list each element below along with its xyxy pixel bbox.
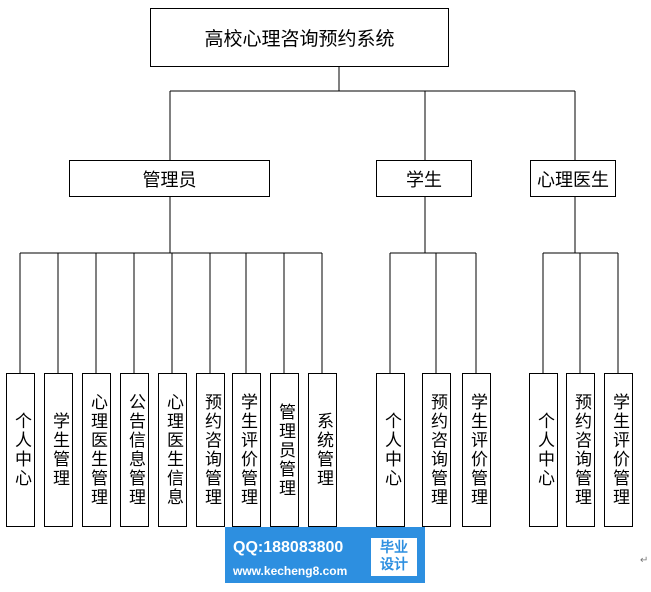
leaf-label: 系统管理 — [313, 412, 333, 488]
leaf-label: 心理医生信息 — [163, 393, 183, 507]
role-label-student: 学生 — [406, 169, 442, 191]
watermark-qq: QQ:188083800 — [233, 539, 344, 556]
leaf-label: 学生评价管理 — [237, 393, 257, 507]
leaf-label: 预约咨询管理 — [201, 393, 221, 507]
leaf-admin-personal-center: 个人中心 — [6, 373, 35, 527]
leaf-label: 个人中心 — [11, 412, 31, 488]
leaf-label: 个人中心 — [534, 412, 554, 488]
leaf-admin-administrator-management: 管理员管理 — [270, 373, 299, 527]
role-node-doctor: 心理医生 — [530, 160, 616, 197]
role-node-student: 学生 — [376, 160, 472, 197]
leaf-label: 学生评价管理 — [609, 393, 629, 507]
leaf-student-appointment-management: 预约咨询管理 — [422, 373, 451, 527]
leaf-doctor-personal-center: 个人中心 — [529, 373, 558, 527]
root-label: 高校心理咨询预约系统 — [204, 28, 395, 50]
leaf-student-evaluation-management: 学生评价管理 — [462, 373, 491, 527]
leaf-admin-doctor-info: 心理医生信息 — [158, 373, 187, 527]
root-node: 高校心理咨询预约系统 — [150, 8, 449, 67]
watermark-badge-line2: 设计 — [380, 557, 408, 573]
watermark-banner: QQ:188083800 www.kecheng8.com 毕业 设计 — [225, 527, 425, 583]
leaf-student-personal-center: 个人中心 — [376, 373, 405, 527]
leaf-admin-system-management: 系统管理 — [308, 373, 337, 527]
paragraph-mark-icon: ↵ — [640, 555, 649, 566]
leaf-label: 预约咨询管理 — [427, 393, 447, 507]
leaf-admin-doctor-management: 心理医生管理 — [82, 373, 111, 527]
watermark-badge: 毕业 设计 — [371, 538, 417, 576]
role-label-admin: 管理员 — [142, 169, 197, 191]
leaf-label: 学生管理 — [49, 412, 69, 488]
leaf-label: 个人中心 — [381, 412, 401, 488]
leaf-label: 管理员管理 — [275, 402, 295, 498]
watermark-badge-line1: 毕业 — [380, 540, 408, 556]
leaf-admin-student-management: 学生管理 — [44, 373, 73, 527]
leaf-label: 预约咨询管理 — [571, 393, 591, 507]
role-node-admin: 管理员 — [69, 160, 270, 197]
leaf-admin-announcement-management: 公告信息管理 — [120, 373, 149, 527]
watermark-url: www.kecheng8.com — [233, 564, 348, 578]
leaf-admin-appointment-management: 预约咨询管理 — [196, 373, 225, 527]
leaf-label: 心理医生管理 — [87, 393, 107, 507]
leaf-label: 学生评价管理 — [467, 393, 487, 507]
role-label-doctor: 心理医生 — [537, 169, 609, 191]
leaf-admin-evaluation-management: 学生评价管理 — [232, 373, 261, 527]
leaf-doctor-appointment-management: 预约咨询管理 — [566, 373, 595, 527]
leaf-doctor-evaluation-management: 学生评价管理 — [604, 373, 633, 527]
leaf-label: 公告信息管理 — [125, 393, 145, 507]
